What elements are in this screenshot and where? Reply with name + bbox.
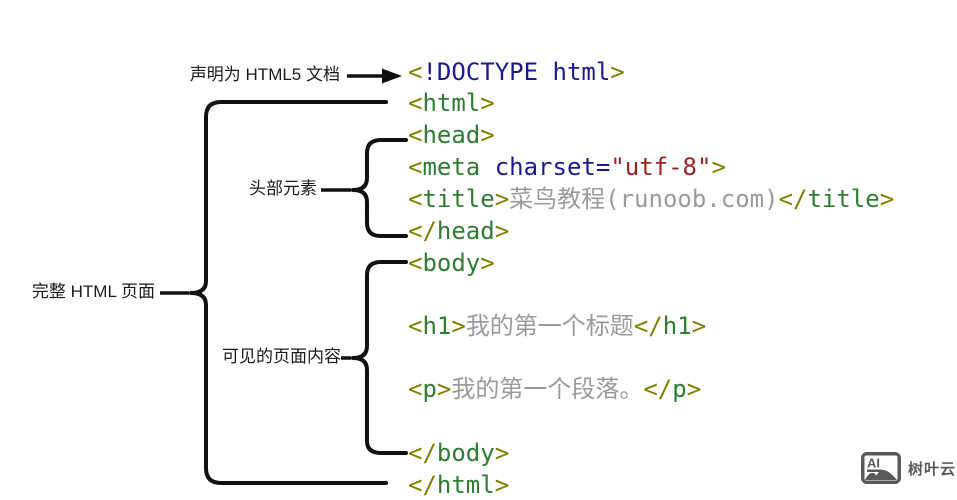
doctype-label: 声明为 HTML5 文档 (189, 65, 340, 84)
code-segment: "utf-8" (610, 153, 712, 181)
full-page-label: 完整 HTML 页面 (31, 282, 155, 301)
code-line-head-open: <head> (408, 120, 495, 150)
head-brace (351, 138, 408, 238)
code-segment: title (422, 185, 495, 213)
code-segment: </ (643, 375, 673, 403)
code-segment: > (451, 312, 466, 340)
code-segment: </ (408, 471, 437, 499)
body-content-label: 可见的页面内容 (222, 347, 341, 366)
code-segment: > (436, 375, 452, 403)
code-segment: h1 (422, 312, 452, 340)
code-segment: p (672, 375, 687, 403)
code-segment: < (408, 375, 423, 403)
doctype-arrow (347, 68, 402, 84)
code-segment: < (408, 312, 423, 340)
code-segment: > (711, 153, 726, 181)
code-segment: > (494, 439, 510, 467)
code-line-html-open: <html> (408, 88, 495, 118)
watermark-logo-icon: AI (861, 452, 901, 484)
code-segment: 菜鸟教程(runoob.com) (509, 185, 779, 213)
code-segment: </ (408, 217, 437, 245)
page-brace (189, 100, 388, 485)
code-segment: > (691, 312, 707, 340)
code-segment: body (436, 439, 495, 467)
code-segment: = (595, 153, 611, 181)
code-segment: < (408, 121, 423, 149)
code-segment: </ (778, 185, 808, 213)
code-segment: < (408, 153, 423, 181)
code-segment: html (422, 89, 481, 117)
code-segment: p (422, 375, 437, 403)
code-segment: > (494, 471, 510, 499)
watermark-ai-text: AI (867, 456, 880, 471)
watermark: AI 树叶云 (860, 451, 956, 485)
code-line-title: <title>菜鸟教程(runoob.com)</title> (408, 184, 894, 214)
code-segment: </ (408, 439, 437, 467)
code-segment: 我的第一个标题 (465, 312, 634, 340)
code-segment: body (422, 249, 481, 277)
code-segment: > (480, 121, 495, 149)
code-segment: html (436, 471, 495, 499)
code-segment: < (408, 249, 423, 277)
code-segment: > (879, 185, 895, 213)
code-line-meta: <meta charset="utf-8"> (408, 152, 726, 182)
code-segment (480, 153, 494, 181)
code-line-p: <p>我的第一个段落。</p> (408, 374, 701, 404)
code-segment: head (436, 217, 495, 245)
code-segment: charset (494, 153, 596, 181)
code-line-head-close: </head> (408, 216, 509, 246)
code-segment: title (807, 185, 880, 213)
code-segment: </ (633, 312, 663, 340)
code-line-doctype: <!DOCTYPE html> (408, 57, 625, 87)
head-section-label: 头部元素 (249, 179, 317, 198)
code-segment: !DOCTYPE html (422, 58, 611, 86)
code-line-h1: <h1>我的第一个标题</h1> (408, 311, 706, 341)
code-segment: 我的第一个段落。 (451, 375, 644, 403)
code-segment: < (408, 58, 423, 86)
code-line-body-open: <body> (408, 248, 495, 278)
code-line-html-close: </html> (408, 470, 509, 500)
code-segment: h1 (662, 312, 692, 340)
code-segment: meta (422, 153, 481, 181)
code-segment: head (422, 121, 481, 149)
code-segment: > (686, 375, 702, 403)
code-segment: > (480, 89, 495, 117)
code-segment: > (480, 249, 495, 277)
code-segment: > (494, 185, 510, 213)
code-segment: > (494, 217, 510, 245)
code-segment: < (408, 89, 423, 117)
mountain-icon (865, 470, 897, 480)
watermark-text: 树叶云 (908, 460, 957, 478)
body-brace (351, 260, 408, 455)
code-segment: < (408, 185, 423, 213)
code-line-body-close: </body> (408, 438, 509, 468)
code-segment: > (610, 58, 625, 86)
